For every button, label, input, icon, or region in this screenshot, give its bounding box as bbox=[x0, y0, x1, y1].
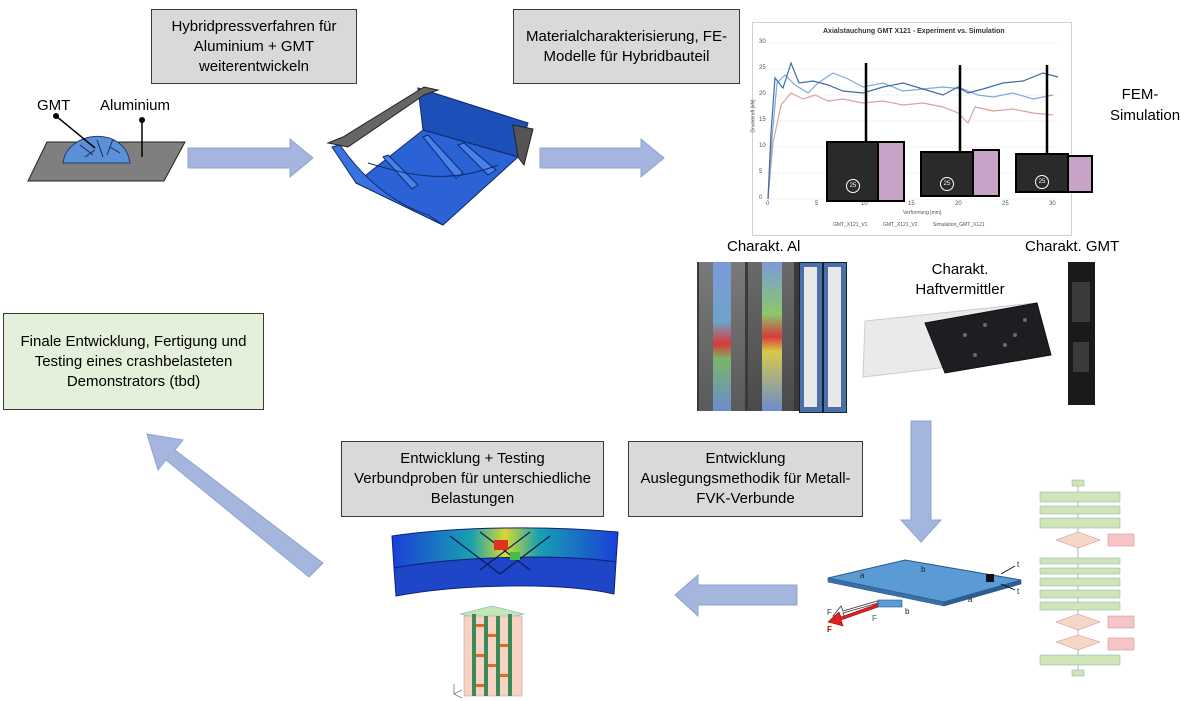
series-v1 bbox=[767, 61, 1059, 200]
haftvermittler-image bbox=[862, 302, 1052, 378]
al-specimen-strain-2 bbox=[762, 262, 782, 411]
process-box-materialcharakterisierung-text: Materialcharakterisierung, FE-Modelle fü… bbox=[526, 27, 727, 65]
specimen-sim-3 bbox=[1067, 155, 1093, 193]
design-flowchart-image bbox=[1030, 479, 1140, 680]
x-tick-20: 20 bbox=[955, 201, 962, 207]
plate-label-b2: b bbox=[905, 607, 910, 616]
force-arrow-white bbox=[832, 600, 879, 619]
composite-plate-sketch bbox=[827, 559, 1022, 627]
chart-title: Axialstauchung GMT X121 - Experiment vs.… bbox=[823, 28, 1005, 35]
plate-label-f2: F bbox=[827, 625, 832, 634]
photo-label-1: 25 bbox=[846, 179, 860, 193]
x-tick-5: 5 bbox=[815, 201, 819, 207]
plate-label-a2: a bbox=[968, 595, 973, 604]
arrow-right-1 bbox=[187, 137, 314, 179]
arrow-up-left bbox=[146, 433, 324, 578]
gmt-aluminium-sketch bbox=[27, 113, 186, 182]
process-box-auslegungsmethodik: Entwicklung Auslegungsmethodik für Metal… bbox=[628, 441, 863, 517]
series-v2 bbox=[767, 72, 1054, 200]
design-flowchart bbox=[1039, 479, 1135, 677]
plate-label-t1: t bbox=[1017, 560, 1020, 569]
y-tick-15: 15 bbox=[759, 117, 766, 123]
crash-simulation-image bbox=[391, 527, 619, 597]
process-box-finale-entwicklung-text: Finale Entwicklung, Fertigung und Testin… bbox=[20, 332, 247, 390]
al-specimen-strain-1 bbox=[713, 262, 731, 411]
label-charakt-al: Charakt. Al bbox=[727, 238, 801, 255]
process-box-verbundproben: Entwicklung + Testing Verbundproben für … bbox=[341, 441, 604, 517]
chart-plot bbox=[767, 42, 1059, 200]
aluminium-specimens-image bbox=[697, 262, 847, 413]
label-fem-simulation: FEM-Simulation bbox=[1110, 86, 1181, 124]
hybrid-part-3d bbox=[326, 86, 534, 226]
plate-label-b1: b bbox=[921, 565, 926, 574]
label-aluminium: Aluminium bbox=[100, 97, 171, 114]
specimen-sim-1 bbox=[877, 141, 905, 202]
specimen-photo-1: 25 bbox=[826, 141, 880, 202]
chart-legend-sim: Simulation_GMT_X121 bbox=[933, 222, 985, 228]
y-tick-25: 25 bbox=[759, 65, 766, 71]
process-box-hybridpress: Hybridpressverfahren für Aluminium + GMT… bbox=[151, 9, 357, 84]
y-tick-10: 10 bbox=[759, 143, 766, 149]
arrow-right-2 bbox=[539, 137, 665, 179]
chart-xlabel: Verformung [mm] bbox=[903, 210, 942, 216]
al-specimen-white-4 bbox=[828, 267, 841, 407]
force-arrow-red bbox=[827, 602, 882, 627]
specimen-photo-2: 25 bbox=[920, 151, 974, 197]
al-specimen-white-3 bbox=[804, 267, 817, 407]
photo-label-3: 25 bbox=[1035, 175, 1049, 189]
arrow-down bbox=[899, 420, 943, 543]
x-tick-30: 30 bbox=[1049, 201, 1056, 207]
plate-label-t2: t bbox=[1017, 587, 1020, 596]
specimen-sim-2 bbox=[972, 149, 1000, 197]
chart-panel: Axialstauchung GMT X121 - Experiment vs.… bbox=[751, 22, 1093, 236]
gmt-specimen-texture-2 bbox=[1073, 342, 1089, 372]
label-charakt-haftvermittler: Charakt. Haftvermittler bbox=[915, 261, 1005, 298]
y-tick-30: 30 bbox=[759, 39, 766, 45]
chart-legend-v2: GMT_X121_V2 bbox=[883, 222, 918, 228]
al-specimen-photo-4 bbox=[823, 262, 847, 413]
plate-label-f3: F bbox=[872, 614, 877, 623]
specimen-photo-3: 25 bbox=[1015, 153, 1069, 193]
process-box-finale-entwicklung: Finale Entwicklung, Fertigung und Testin… bbox=[3, 313, 264, 410]
x-tick-0: 0 bbox=[766, 201, 770, 207]
arrow-left-bottom bbox=[674, 573, 798, 618]
y-tick-20: 20 bbox=[759, 91, 766, 97]
x-tick-10: 10 bbox=[861, 201, 868, 207]
x-tick-25: 25 bbox=[1002, 201, 1009, 207]
y-tick-5: 5 bbox=[759, 169, 763, 175]
label-gmt: GMT bbox=[37, 97, 71, 114]
x-tick-15: 15 bbox=[908, 201, 915, 207]
series-sim bbox=[767, 92, 1054, 200]
gmt-specimen-image bbox=[1068, 262, 1095, 405]
process-box-auslegungsmethodik-text: Entwicklung Auslegungsmethodik für Metal… bbox=[640, 450, 851, 507]
plate-label-a1: a bbox=[860, 571, 865, 580]
label-charakt-gmt: Charakt. GMT bbox=[1025, 238, 1120, 255]
y-tick-0: 0 bbox=[759, 195, 763, 201]
process-box-materialcharakterisierung: Materialcharakterisierung, FE-Modelle fü… bbox=[513, 9, 740, 84]
gmt-specimen-texture-1 bbox=[1072, 282, 1090, 322]
lattice-column-image bbox=[453, 605, 525, 699]
al-specimen-photo-3 bbox=[799, 262, 823, 413]
plate-label-f1: F bbox=[827, 608, 832, 617]
chart-legend-v1: GMT_X121_V1 bbox=[833, 222, 868, 228]
photo-label-2: 25 bbox=[940, 177, 954, 191]
al-specimen-photo-2 bbox=[748, 262, 794, 411]
al-specimen-photo-1 bbox=[699, 262, 745, 411]
process-box-hybridpress-text: Hybridpressverfahren für Aluminium + GMT… bbox=[171, 17, 337, 75]
process-box-verbundproben-text: Entwicklung + Testing Verbundproben für … bbox=[354, 450, 591, 507]
